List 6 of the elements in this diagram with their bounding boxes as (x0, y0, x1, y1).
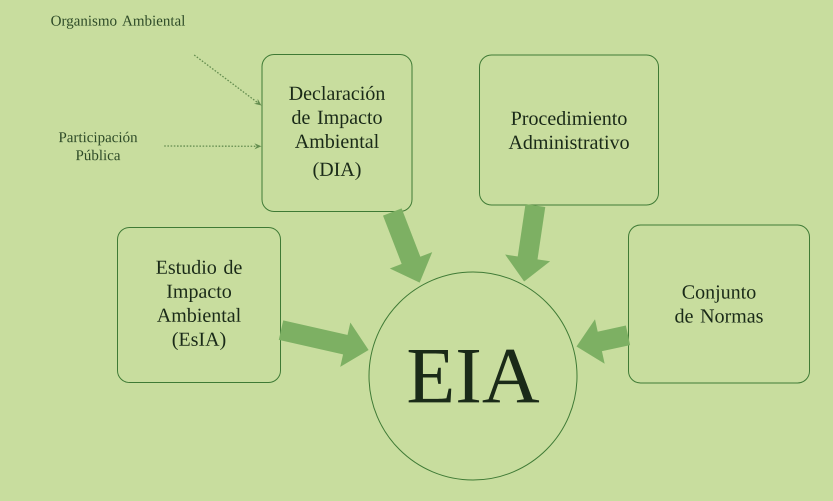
concept-box: Conjunto de Normas (628, 224, 810, 384)
concept-box: Declaración de Impacto Ambiental (DIA) (262, 54, 412, 212)
source-label: Participación Pública (58, 132, 138, 160)
concept-box: Procedimiento Administrativo (479, 54, 659, 206)
concept-box: Estudio de Impacto Ambiental (EsIA) (117, 227, 281, 383)
source-label: Organismo Ambiental (51, 15, 186, 29)
